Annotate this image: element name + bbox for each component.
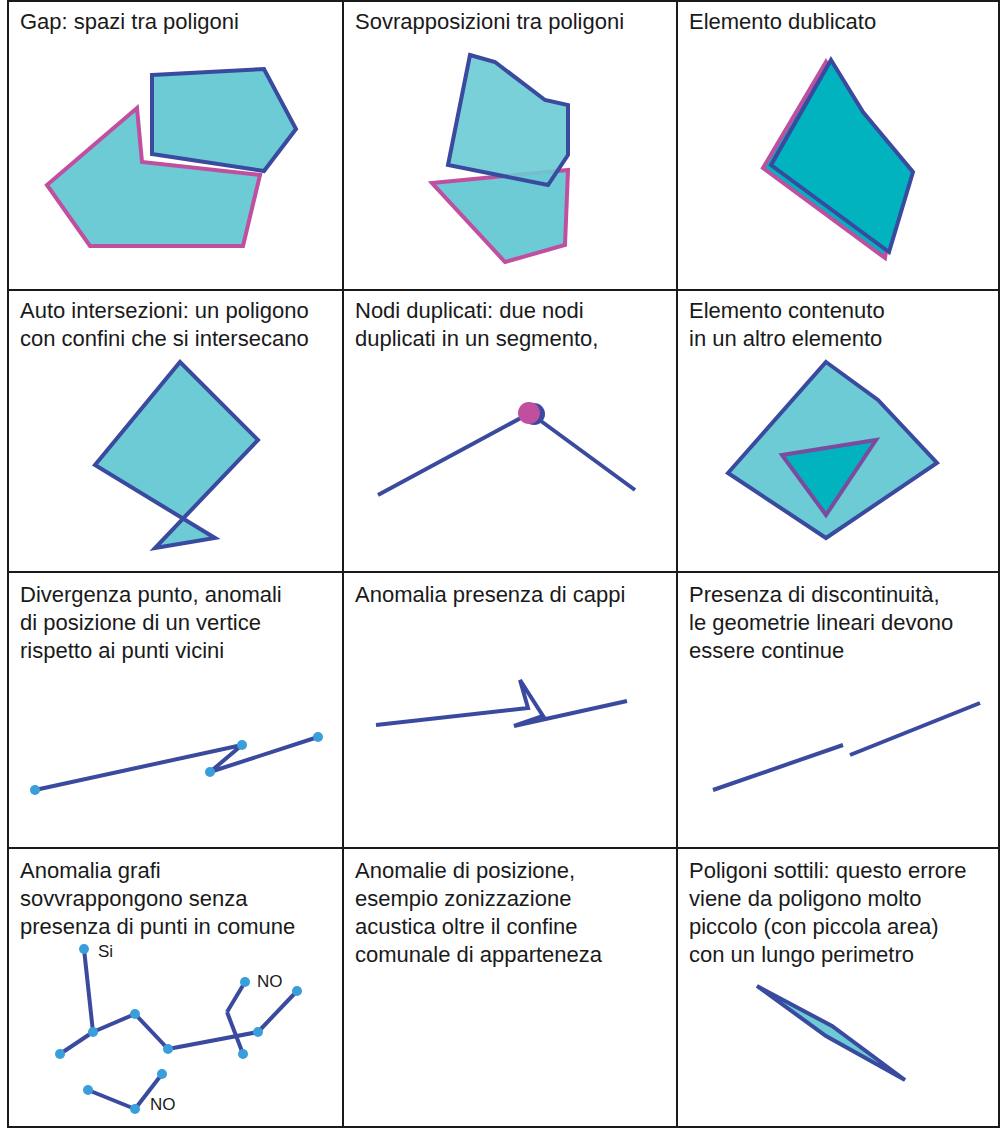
vertex-dot xyxy=(30,785,40,795)
vertex-dot xyxy=(163,1044,173,1054)
cell-title: Anomalie di posizione, esempio zonizzazi… xyxy=(355,857,645,969)
graph-edge xyxy=(88,1090,135,1109)
graph-edge xyxy=(60,1032,93,1054)
error-cell: Anomalia grafi sovvrappongono senza pres… xyxy=(7,847,344,1128)
line xyxy=(378,413,635,495)
cell-title: Divergenza punto, anomali di posizione d… xyxy=(20,581,295,665)
graph-edge xyxy=(168,1032,258,1049)
polygon-blue xyxy=(152,69,296,171)
cell-title: Anomalia grafi sovvrappongono senza pres… xyxy=(20,857,310,941)
error-cell: Elemento dublicato xyxy=(676,0,1000,291)
vertex-dot xyxy=(240,977,250,987)
error-cell: Divergenza punto, anomali di posizione d… xyxy=(7,571,344,849)
graph-label: NO xyxy=(150,1095,176,1115)
self-intersecting-polygon xyxy=(95,362,258,548)
vertex-dot xyxy=(237,740,247,750)
error-cell: Anomalie di posizione, esempio zonizzazi… xyxy=(342,847,678,1128)
cell-title: Anomalia presenza di cappi xyxy=(355,581,675,609)
vertex-dot xyxy=(313,732,323,742)
vertex-dot xyxy=(55,1049,65,1059)
error-cell: Sovrapposizioni tra poligoni xyxy=(342,0,678,291)
graph-edge xyxy=(227,1012,243,1054)
line xyxy=(713,745,843,790)
cell-title: Presenza di discontinuità, le geometrie … xyxy=(689,581,957,665)
line-with-loop xyxy=(376,680,627,726)
vertex-dot xyxy=(205,767,215,777)
line xyxy=(850,703,980,755)
vertex-dot xyxy=(79,944,89,954)
sliver-polygon xyxy=(757,986,905,1080)
graph-vertices xyxy=(55,944,302,1114)
error-cell: Nodi duplicati: due nodi duplicati in un… xyxy=(342,289,678,573)
vertex-dot xyxy=(157,1069,167,1079)
vertex-dot xyxy=(130,1009,140,1019)
graph-edge xyxy=(135,1014,168,1049)
error-cell: Gap: spazi tra poligoni xyxy=(7,0,344,291)
graph-edge xyxy=(84,949,93,1032)
error-cell: Presenza di discontinuità, le geometrie … xyxy=(676,571,1000,849)
polygon-blue xyxy=(728,362,937,538)
error-cell: Anomalia presenza di cappi xyxy=(342,571,678,849)
line xyxy=(35,737,318,790)
cell-title: Elemento contenuto in un altro elemento xyxy=(689,297,894,353)
cell-title: Gap: spazi tra poligoni xyxy=(20,8,340,36)
graph xyxy=(60,949,297,1109)
inner-triangle xyxy=(782,440,876,515)
cell-title: Nodi duplicati: due nodi duplicati in un… xyxy=(355,297,655,353)
polygon-blue xyxy=(448,55,568,185)
cell-title: Poligoni sottili: questo errore viene da… xyxy=(689,857,977,969)
polygon-blue xyxy=(771,60,913,252)
node-dot xyxy=(518,402,540,424)
graph-edge xyxy=(227,982,245,1012)
error-cell: Auto intersezioni: un poligono con confi… xyxy=(7,289,344,573)
graph-label: Si xyxy=(98,942,113,962)
cell-title: Elemento dublicato xyxy=(689,8,989,36)
graph-edge xyxy=(93,1014,135,1032)
vertex-dot xyxy=(253,1027,263,1037)
vertex-dot xyxy=(238,1049,248,1059)
graph-label: NO xyxy=(257,972,283,992)
vertex-dot xyxy=(292,986,302,996)
vertex-dot xyxy=(88,1027,98,1037)
cell-title: Sovrapposizioni tra poligoni xyxy=(355,8,675,36)
graph-edge xyxy=(258,991,297,1032)
vertex-dot xyxy=(83,1085,93,1095)
error-cell: Poligoni sottili: questo errore viene da… xyxy=(676,847,1000,1128)
vertex-dot xyxy=(130,1104,140,1114)
cell-title: Auto intersezioni: un poligono con confi… xyxy=(20,297,340,353)
error-cell: Elemento contenuto in un altro elemento xyxy=(676,289,1000,573)
